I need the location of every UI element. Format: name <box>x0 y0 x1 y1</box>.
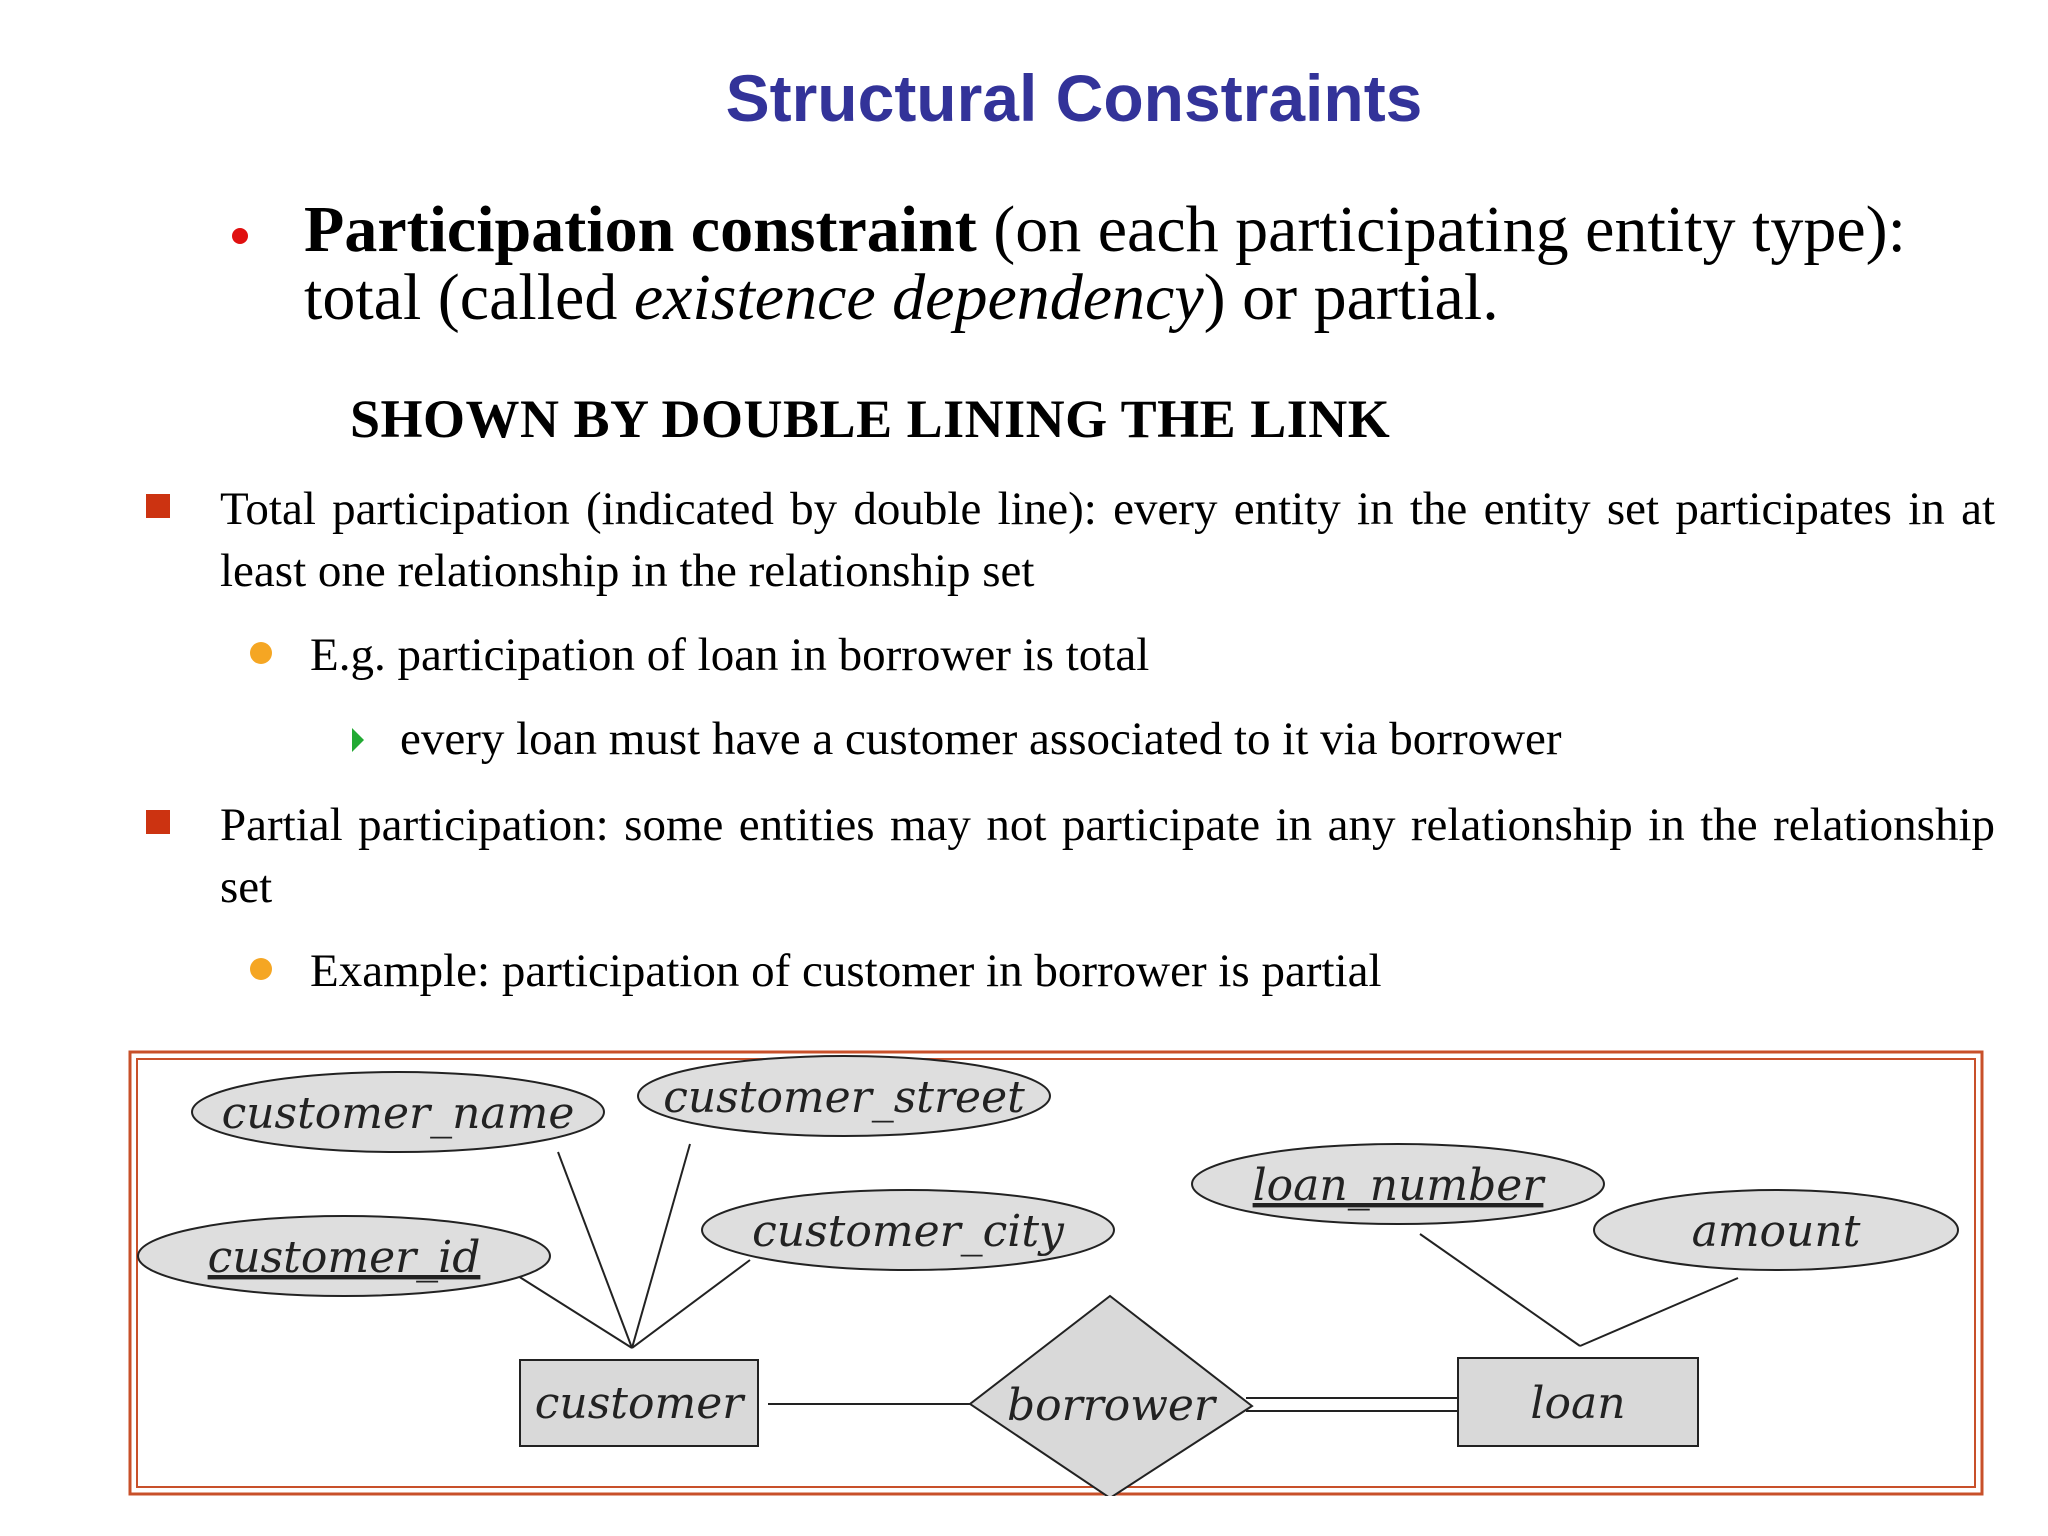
entity-customer-label: customer <box>535 1378 746 1429</box>
line-customer-name <box>557 1151 633 1349</box>
total-participation-text: Total participation (indicated by double… <box>220 483 1995 597</box>
attr-customer-street-label: customer_street <box>663 1072 1025 1123</box>
attr-customer-name-ellipse <box>191 1071 605 1153</box>
attr-customer-id-label: customer_id <box>208 1232 481 1283</box>
green-arrow-icon <box>352 728 364 752</box>
page-title: Structural Constraints <box>725 61 1423 135</box>
attr-customer-street-ellipse <box>637 1055 1051 1137</box>
attr-amount-label: amount <box>1692 1206 1861 1257</box>
attr-amount-ellipse <box>1593 1189 1959 1271</box>
subheading: SHOWN BY DOUBLE LINING THE LINK <box>350 389 1391 449</box>
orange-bullet-icon <box>250 958 272 980</box>
main-point-rest3: ) or partial. <box>1203 261 1499 334</box>
entity-customer-box <box>519 1359 759 1447</box>
attr-loan-number-label: loan_number <box>1253 1160 1547 1211</box>
red-bullet-icon <box>232 228 248 244</box>
main-point-italic: existence dependency <box>633 261 1204 334</box>
total-example: E.g. participation of loan in borrower i… <box>310 629 1150 681</box>
line-loan-number <box>1419 1233 1581 1347</box>
line-customer-city <box>631 1259 751 1349</box>
relationship-borrower-label: borrower <box>1007 1380 1218 1431</box>
connector-lines <box>517 1143 1739 1412</box>
entity-loan-box <box>1457 1357 1699 1447</box>
diagram-frame-outer <box>128 1050 1984 1496</box>
main-point: Participation constraint (on each partic… <box>304 196 2024 332</box>
diagram-frame-inner <box>136 1058 1976 1488</box>
main-point-bold: Participation constraint <box>304 193 977 266</box>
orange-bullet-icon <box>250 642 272 664</box>
attr-customer-city-ellipse <box>701 1189 1115 1271</box>
relationship-borrower-diamond <box>968 1294 1254 1496</box>
er-diagram: customer_name customer_street customer_i… <box>128 1050 1984 1496</box>
attr-customer-city-label: customer_city <box>752 1206 1065 1257</box>
partial-example: Example: participation of customer in bo… <box>310 945 1382 997</box>
main-point-rest2: total (called <box>304 261 634 334</box>
attr-customer-id-ellipse <box>137 1215 551 1297</box>
total-detail: every loan must have a customer associat… <box>400 713 1562 765</box>
line-customer-street <box>631 1143 691 1349</box>
line-amount <box>1579 1277 1739 1347</box>
line-customer-id <box>517 1275 633 1349</box>
attr-loan-number-ellipse <box>1191 1143 1605 1225</box>
attr-customer-name-label: customer_name <box>222 1088 575 1139</box>
square-bullet-icon <box>146 494 170 518</box>
entity-loan-label: loan <box>1530 1378 1625 1429</box>
main-point-rest1: (on each participating entity type): <box>976 193 1906 266</box>
partial-participation-text: Partial participation: some entities may… <box>220 799 1995 913</box>
square-bullet-icon <box>146 810 170 834</box>
